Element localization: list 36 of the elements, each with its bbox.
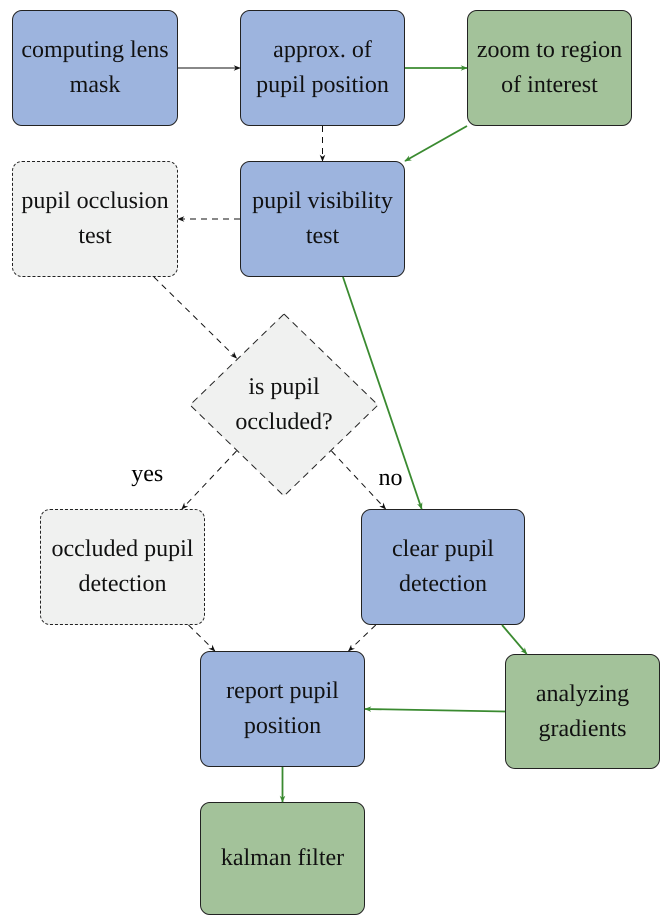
node-label: is pupil occluded?: [234, 373, 334, 437]
arrow: [404, 125, 468, 162]
arrow: [320, 126, 326, 162]
process-box: [200, 802, 365, 915]
node-label: pupil occlusion test: [20, 187, 170, 251]
node-label: approx. of pupil position: [255, 36, 390, 100]
node-label: analyzing gradients: [534, 680, 630, 744]
process-box: [200, 651, 365, 767]
dashed-process-box: [12, 161, 178, 277]
node-label: pupil visibility test: [251, 187, 394, 251]
arrow: [181, 450, 237, 510]
node-label: occluded pupil detection: [50, 535, 194, 599]
arrow: [342, 276, 423, 510]
process-box: [505, 654, 660, 769]
process-box: [467, 10, 632, 126]
arrow: [348, 624, 376, 652]
arrow: [280, 767, 286, 803]
arrow: [331, 450, 386, 510]
arrow: [188, 624, 216, 652]
arrow: [153, 276, 237, 359]
arrow: [364, 706, 506, 712]
node-label: kalman filter: [220, 844, 346, 873]
node-label: computing lens mask: [20, 36, 170, 100]
arrow: [177, 216, 240, 222]
process-box: [12, 10, 178, 126]
arrow: [501, 624, 528, 655]
node-label: report pupil position: [225, 677, 340, 741]
process-box: [361, 509, 525, 625]
arrow: [178, 65, 241, 71]
arrow: [405, 65, 468, 71]
decision-diamond: [189, 313, 379, 497]
process-box: [240, 161, 405, 277]
process-box: [240, 10, 405, 126]
node-label: clear pupil detection: [391, 535, 495, 599]
dashed-process-box: [40, 509, 205, 625]
node-label: zoom to region of interest: [476, 36, 624, 100]
